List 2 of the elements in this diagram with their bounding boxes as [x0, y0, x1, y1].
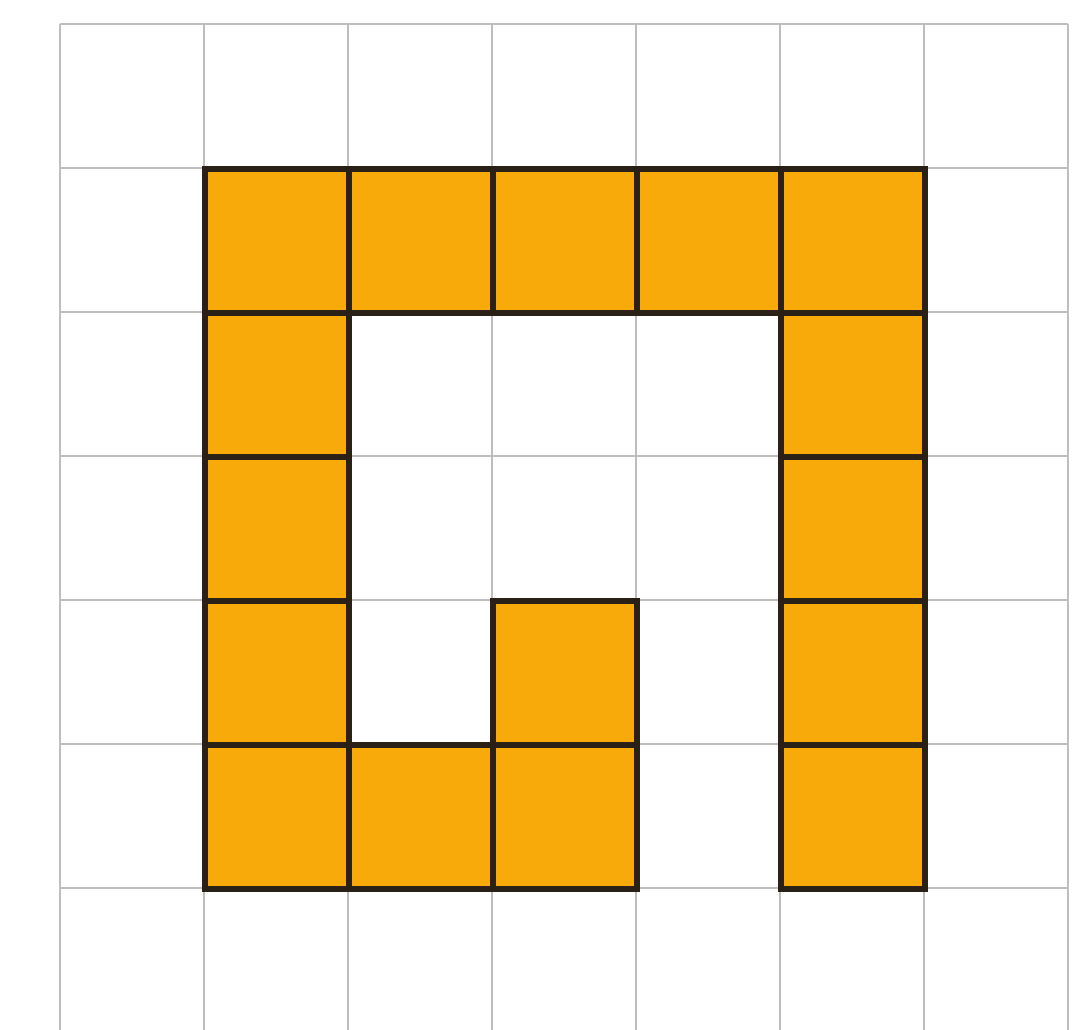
filled-square — [489, 597, 639, 747]
filled-square — [201, 165, 351, 315]
